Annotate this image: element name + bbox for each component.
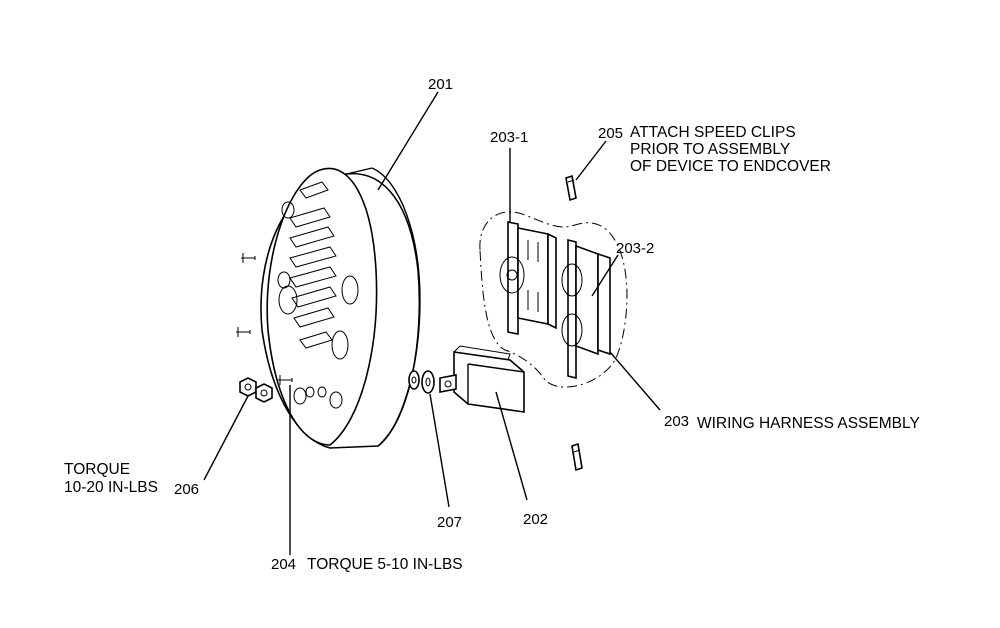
speed-clips-205 xyxy=(565,174,583,472)
torque-206-note-line-1: TORQUE xyxy=(64,461,130,478)
callout-207: 207 xyxy=(437,514,462,531)
speed-clips-note-line-2: PRIOR TO ASSEMBLY xyxy=(630,141,790,158)
washers-207 xyxy=(408,370,435,394)
outlet-203-1 xyxy=(499,221,557,335)
callout-203-1: 203-1 xyxy=(490,129,528,146)
screws-204 xyxy=(236,253,293,385)
callout-203-2: 203-2 xyxy=(616,240,654,257)
leader-lines xyxy=(203,91,661,555)
torque-206-note-line-2: 10-20 IN-LBS xyxy=(64,479,158,496)
callout-206: 206 xyxy=(174,481,199,498)
speed-clips-note-line-3: OF DEVICE TO ENDCOVER xyxy=(630,158,831,175)
nuts-206 xyxy=(239,377,273,403)
wiring-harness-203 xyxy=(479,211,628,388)
torque-204-note: TORQUE 5-10 IN-LBS xyxy=(307,556,463,573)
callout-202: 202 xyxy=(523,511,548,528)
wiring-harness-note: WIRING HARNESS ASSEMBLY xyxy=(697,415,920,432)
callout-205: 205 xyxy=(598,125,623,142)
callout-201: 201 xyxy=(428,76,453,93)
receptacle-203-2 xyxy=(561,238,611,380)
end-cover-201 xyxy=(260,167,421,449)
callout-203: 203 xyxy=(664,413,689,430)
callout-204: 204 xyxy=(271,556,296,573)
breaker-202 xyxy=(439,345,525,413)
speed-clips-note-line-1: ATTACH SPEED CLIPS xyxy=(630,124,796,141)
